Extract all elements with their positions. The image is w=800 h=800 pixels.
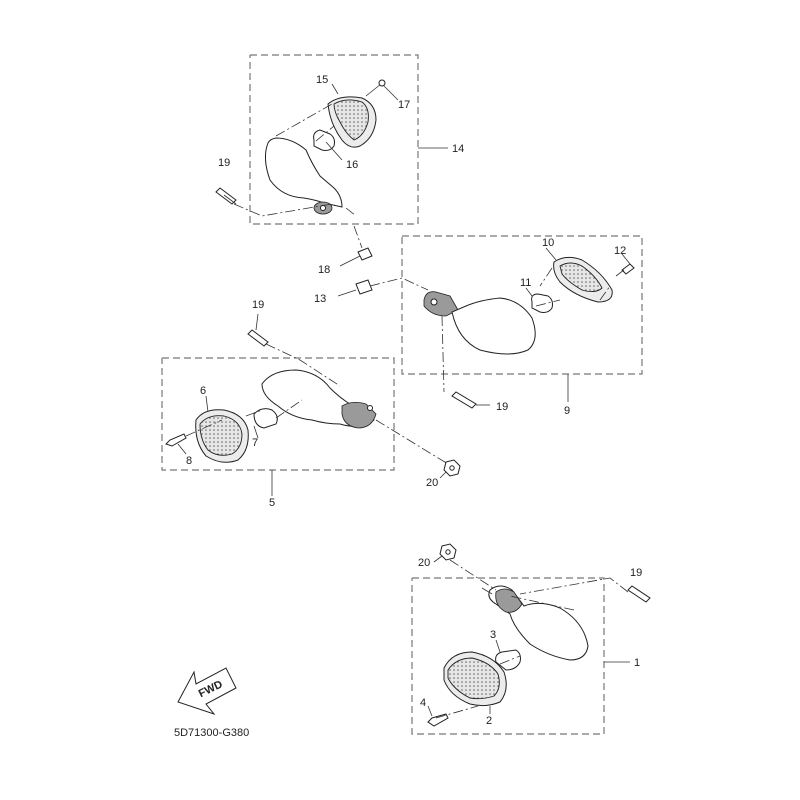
diagram-code: 5D71300-G380 [174, 727, 249, 739]
housing-9-bolt-hole [430, 298, 438, 306]
assembly-1 [411, 543, 651, 735]
callout-2: 2 [486, 715, 492, 727]
screw-8 [165, 433, 187, 447]
assembly-9-chain [441, 267, 611, 393]
callout-8: 8 [186, 455, 192, 467]
housing-1-mount [495, 588, 523, 613]
lens-15-reflector [333, 99, 369, 141]
assembly-14-frame [249, 54, 419, 225]
fwd-arrow: FWD [177, 667, 237, 716]
assembly-14-chain [233, 103, 357, 217]
callout-4: 4 [420, 697, 426, 709]
housing-9 [451, 297, 536, 355]
nut-20-middle [439, 459, 461, 479]
bulb-11 [531, 293, 553, 313]
callout-19-bottom: 19 [630, 567, 642, 579]
collar-13 [337, 277, 429, 297]
callout-17: 17 [398, 99, 410, 111]
lens-6-reflector [199, 415, 243, 456]
callout-20-bottom: 20 [418, 557, 430, 569]
housing-14 [264, 137, 343, 208]
callout-12: 12 [614, 245, 626, 257]
fwd-arrow-icon [177, 667, 237, 716]
callout-20-middle: 20 [426, 477, 438, 489]
callout-18: 18 [318, 264, 330, 276]
callout-7: 7 [252, 437, 258, 449]
callout-10: 10 [542, 237, 554, 249]
assembly-9-frame [401, 235, 643, 375]
assembly-5-frame [161, 357, 395, 471]
assembly-5 [161, 313, 449, 496]
callout-5: 5 [269, 497, 275, 509]
callout-3: 3 [490, 629, 496, 641]
screw-12 [615, 263, 635, 277]
housing-1-wire [481, 587, 493, 595]
callout-labels: 15 17 16 14 19 18 13 10 12 11 19 6 7 8 1… [186, 74, 642, 727]
screw-19-bottom [627, 585, 651, 603]
callout-13: 13 [314, 293, 326, 305]
assembly-14 [215, 54, 448, 225]
callout-6: 6 [200, 385, 206, 397]
bulb-3 [495, 649, 521, 671]
bulb-7 [253, 408, 278, 429]
screw-17 [365, 79, 386, 97]
assembly-1-frame [411, 577, 605, 735]
callout-15: 15 [316, 74, 328, 86]
lens-10-reflector [559, 262, 603, 293]
housing-14-bolt-hole [320, 205, 326, 211]
housing-5-bolt-hole [367, 405, 373, 411]
nut-20-bottom [439, 543, 457, 561]
screw-19-right [451, 391, 490, 409]
callout-19-right: 19 [496, 401, 508, 413]
assembly-5-chain [185, 343, 449, 465]
screw-4 [427, 713, 449, 727]
callout-1: 1 [634, 657, 640, 669]
callout-19-left: 19 [252, 299, 264, 311]
screw-19-top [215, 187, 237, 205]
callout-11: 11 [520, 277, 531, 289]
assembly-9 [401, 235, 643, 409]
callout-14: 14 [452, 143, 464, 155]
assembly-1-chain [435, 559, 629, 719]
callout-16: 16 [346, 159, 358, 171]
spacer-18 [339, 225, 373, 267]
screw-19-left [247, 329, 269, 347]
callout-9: 9 [564, 405, 570, 417]
callout-19-top: 19 [218, 157, 230, 169]
lens-2-reflector [447, 657, 500, 700]
